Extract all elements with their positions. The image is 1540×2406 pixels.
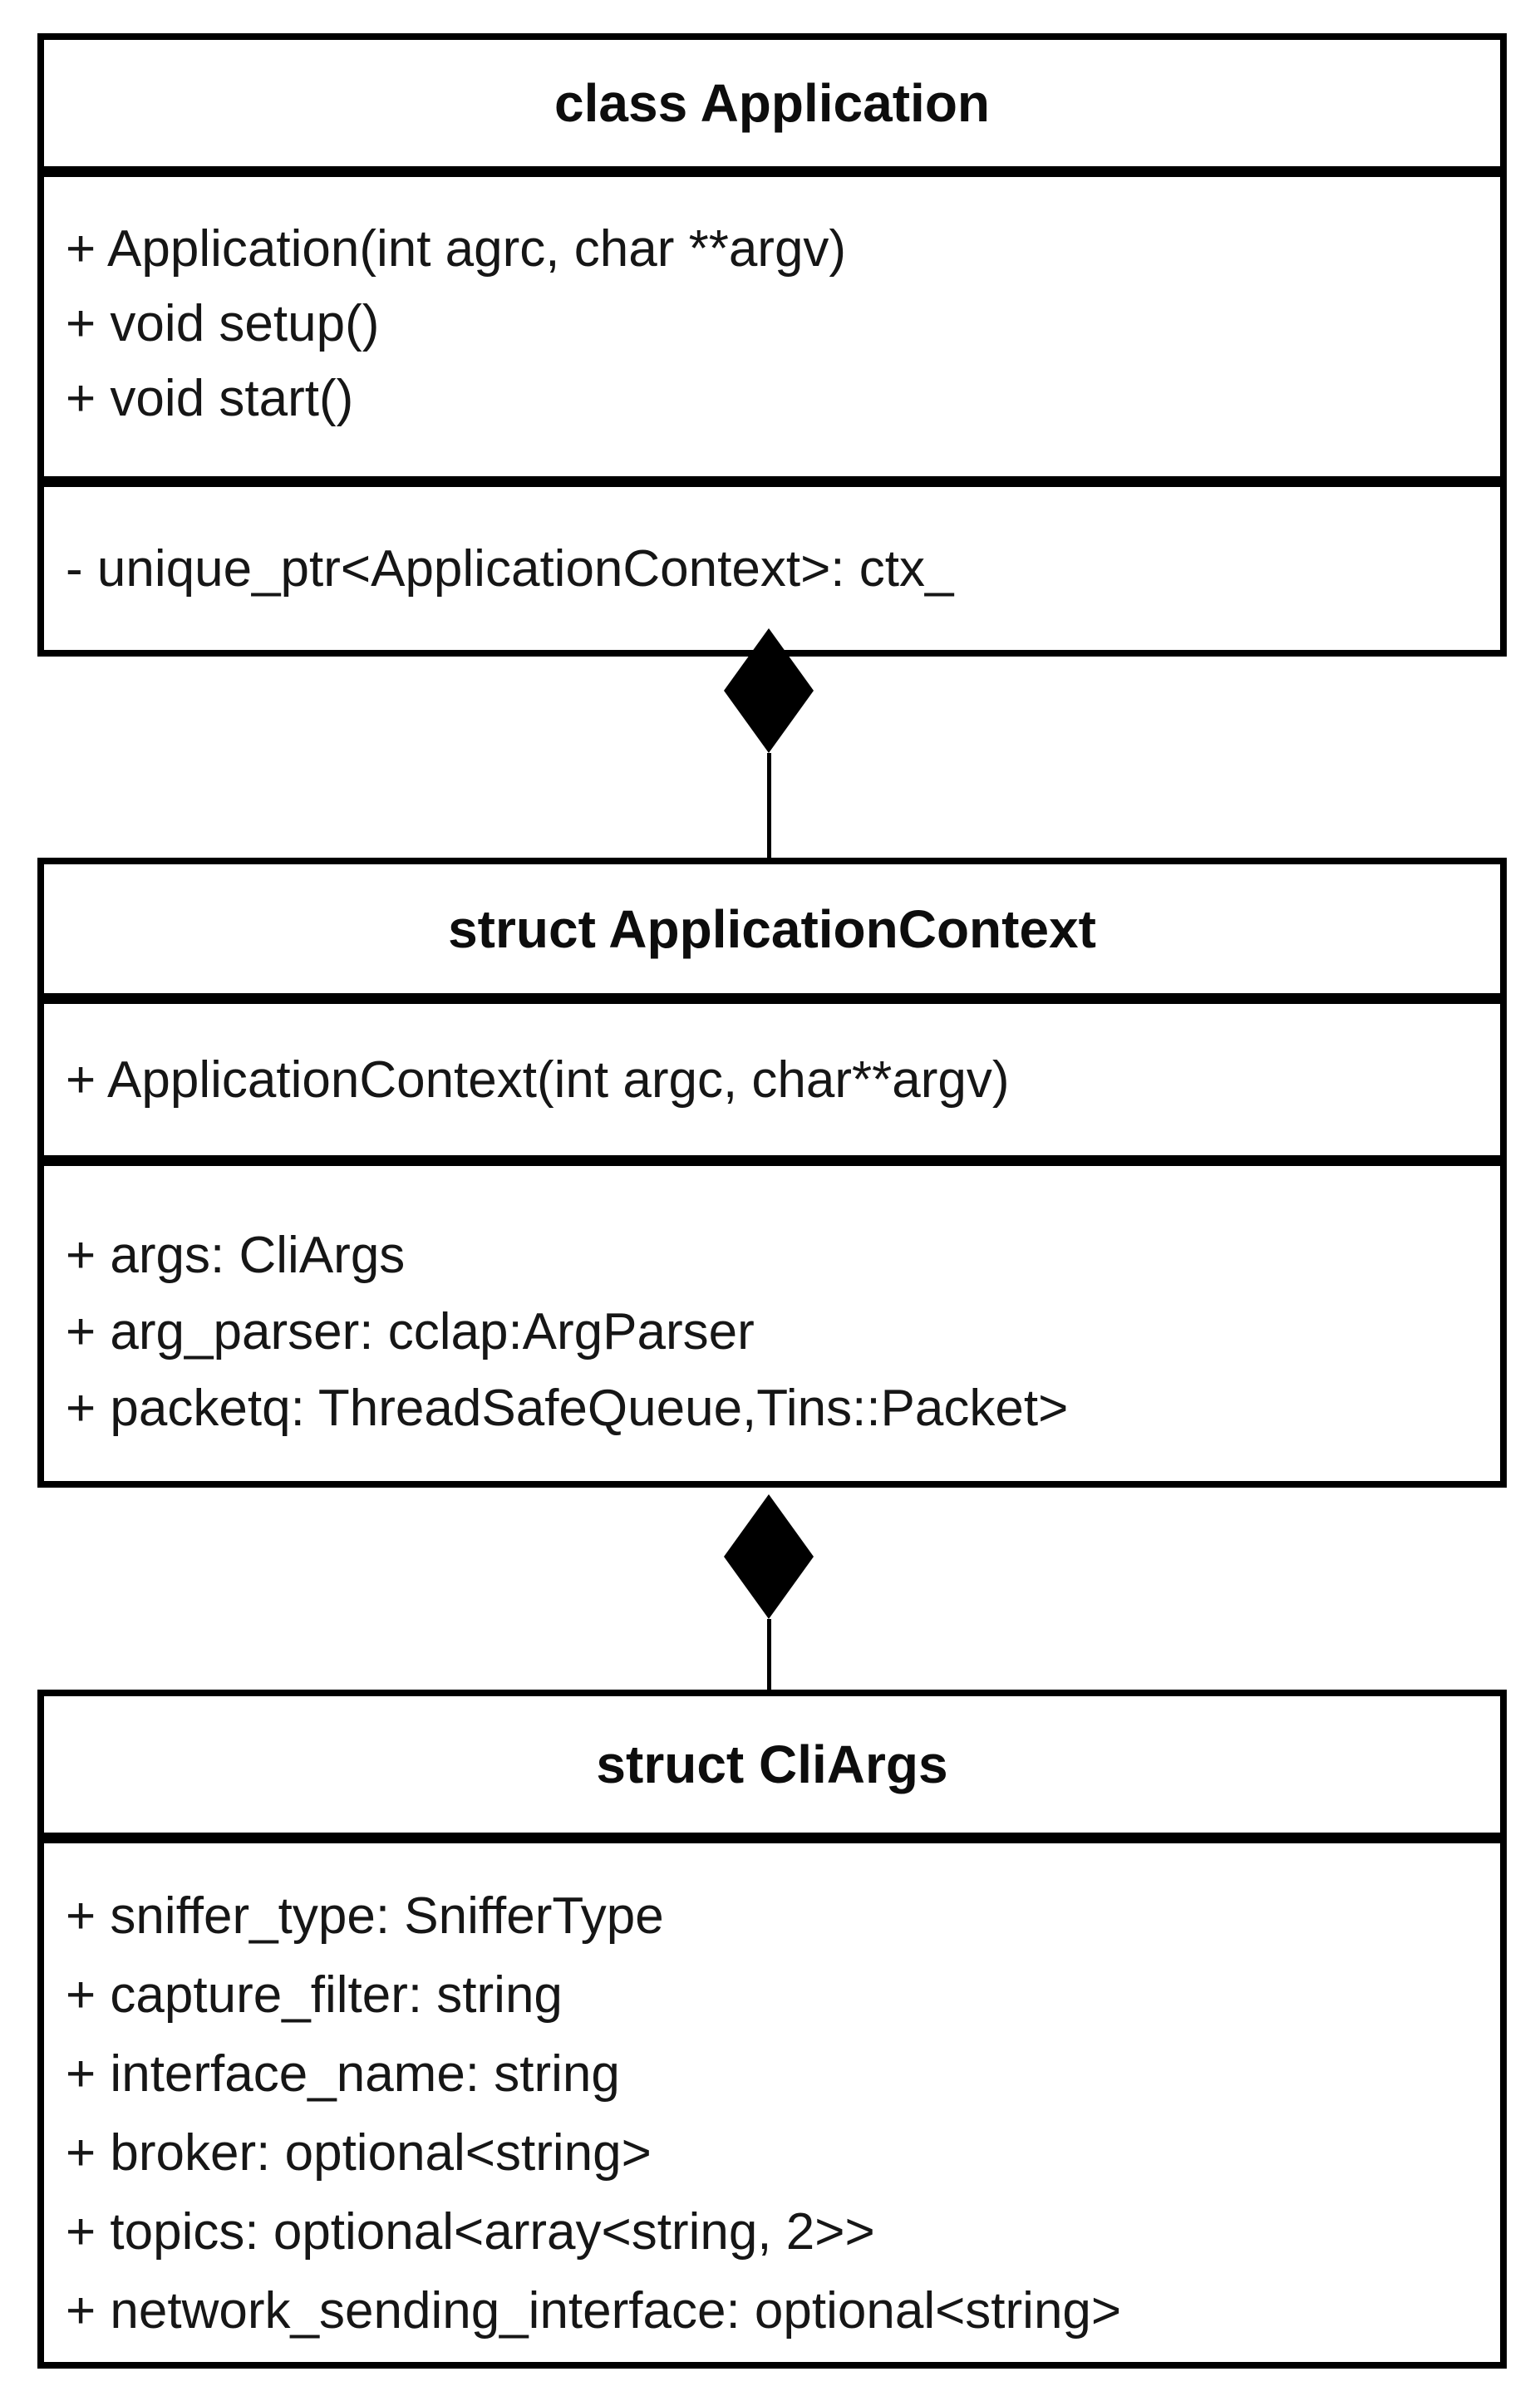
composition-diamond-icon [724, 1494, 814, 1619]
method-row: + void start() [66, 370, 354, 427]
class-title: struct ApplicationContext [448, 898, 1096, 959]
field-row: + broker: optional<string> [66, 2124, 652, 2182]
field-row: + arg_parser: cclap:ArgParser [66, 1303, 755, 1360]
class-box-application: class Application + Application(int agrc… [37, 33, 1507, 657]
field-row: + capture_filter: string [66, 1966, 563, 2024]
connector-line [766, 753, 771, 860]
field-row: + network_sending_interface: optional<st… [66, 2282, 1122, 2340]
fields-compartment: + args: CliArgs + arg_parser: cclap:ArgP… [44, 1155, 1500, 1481]
connector-line [766, 1619, 771, 1696]
method-row: + Application(int agrc, char **argv) [66, 220, 847, 278]
class-title: struct CliArgs [596, 1734, 948, 1794]
class-box-applicationcontext: struct ApplicationContext + ApplicationC… [37, 858, 1507, 1488]
field-row: + topics: optional<array<string, 2>> [66, 2203, 875, 2261]
composition-connector [724, 628, 814, 860]
method-row: + ApplicationContext(int argc, char**arg… [66, 1050, 1010, 1109]
attributes-compartment: - unique_ptr<ApplicationContext>: ctx_ [44, 476, 1500, 650]
methods-compartment: + Application(int agrc, char **argv) + v… [44, 166, 1500, 476]
attribute-row: - unique_ptr<ApplicationContext>: ctx_ [66, 539, 954, 598]
field-row: + sniffer_type: SnifferType [66, 1887, 664, 1945]
composition-connector [724, 1494, 814, 1696]
field-row: + interface_name: string [66, 2045, 620, 2103]
fields-compartment: + sniffer_type: SnifferType + capture_fi… [44, 1833, 1500, 2362]
class-box-cliargs: struct CliArgs + sniffer_type: SnifferTy… [37, 1690, 1507, 2369]
class-title: class Application [554, 73, 990, 133]
method-row: + void setup() [66, 295, 380, 352]
field-row: + packetq: ThreadSafeQueue,Tins::Packet> [66, 1380, 1069, 1437]
composition-diamond-icon [724, 628, 814, 753]
field-row: + args: CliArgs [66, 1227, 406, 1284]
constructor-compartment: + ApplicationContext(int argc, char**arg… [44, 993, 1500, 1155]
